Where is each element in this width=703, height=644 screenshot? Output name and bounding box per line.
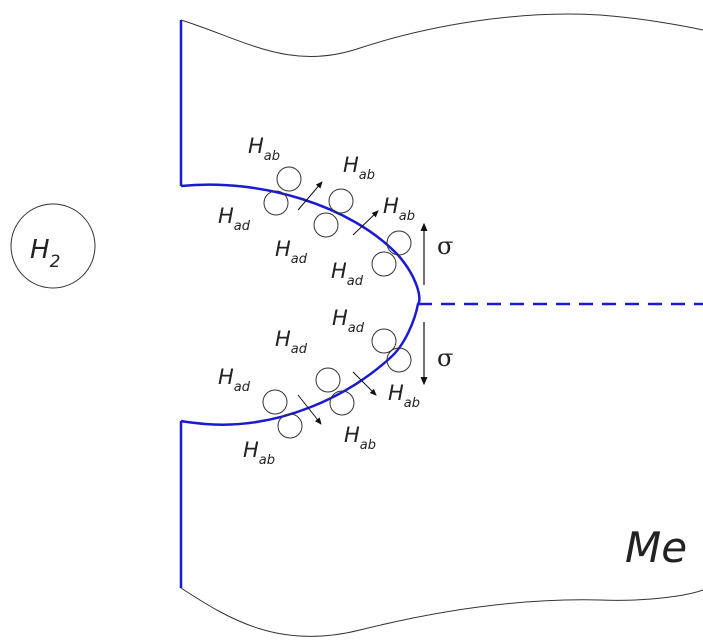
adsorbed-hydrogen-label: Had xyxy=(275,237,308,267)
hydrogen-molecule-circle xyxy=(10,203,96,289)
diffusion-arrow xyxy=(352,210,379,236)
diffusion-arrows xyxy=(297,181,379,425)
hydrogen-atom xyxy=(277,413,303,439)
absorbed-hydrogen-label: Hab xyxy=(248,134,280,164)
adsorbed-hydrogen-label: Had xyxy=(332,306,365,336)
adsorbed-hydrogen-label: Had xyxy=(218,365,251,395)
hydrogen-atoms-lower xyxy=(262,328,412,439)
hydrogen-atom xyxy=(315,367,341,393)
hydrogen-atom xyxy=(329,390,355,416)
absorbed-hydrogen-label: Hab xyxy=(343,153,375,183)
adsorbed-hydrogen-label: Had xyxy=(275,327,308,357)
hydrogen-atom xyxy=(371,328,397,354)
diffusion-arrow xyxy=(297,394,322,425)
hydrogen-atom xyxy=(386,347,412,373)
hydrogen-atom xyxy=(263,190,289,216)
metal-top-wavy-edge xyxy=(180,13,703,58)
absorbed-hydrogen-label: Hab xyxy=(383,194,415,224)
hydrogen-atom xyxy=(262,389,288,415)
diffusion-arrow xyxy=(352,371,377,396)
absorbed-hydrogen-label: Hab xyxy=(344,423,376,453)
stress-label-upper: σ xyxy=(437,232,453,260)
adsorbed-hydrogen-label: Had xyxy=(218,204,251,234)
metal-bottom-wavy-edge xyxy=(180,587,703,637)
hydrogen-atom xyxy=(313,212,339,238)
hydrogen-atom xyxy=(386,230,412,256)
hydrogen-atom xyxy=(371,251,397,277)
hydrogen-atoms-upper xyxy=(263,166,412,277)
crack-notch xyxy=(180,183,421,426)
absorbed-hydrogen-label: Hab xyxy=(243,438,275,468)
hydrogen-molecule-label: H2 xyxy=(30,235,60,272)
hydrogen-atom xyxy=(328,188,354,214)
absorbed-hydrogen-label: Hab xyxy=(388,381,420,411)
hydrogen-atom xyxy=(276,166,302,192)
diffusion-arrow xyxy=(297,181,323,211)
metal-label: Me xyxy=(625,523,687,572)
stress-label-lower: σ xyxy=(437,344,453,372)
adsorbed-hydrogen-label: Had xyxy=(331,259,364,289)
